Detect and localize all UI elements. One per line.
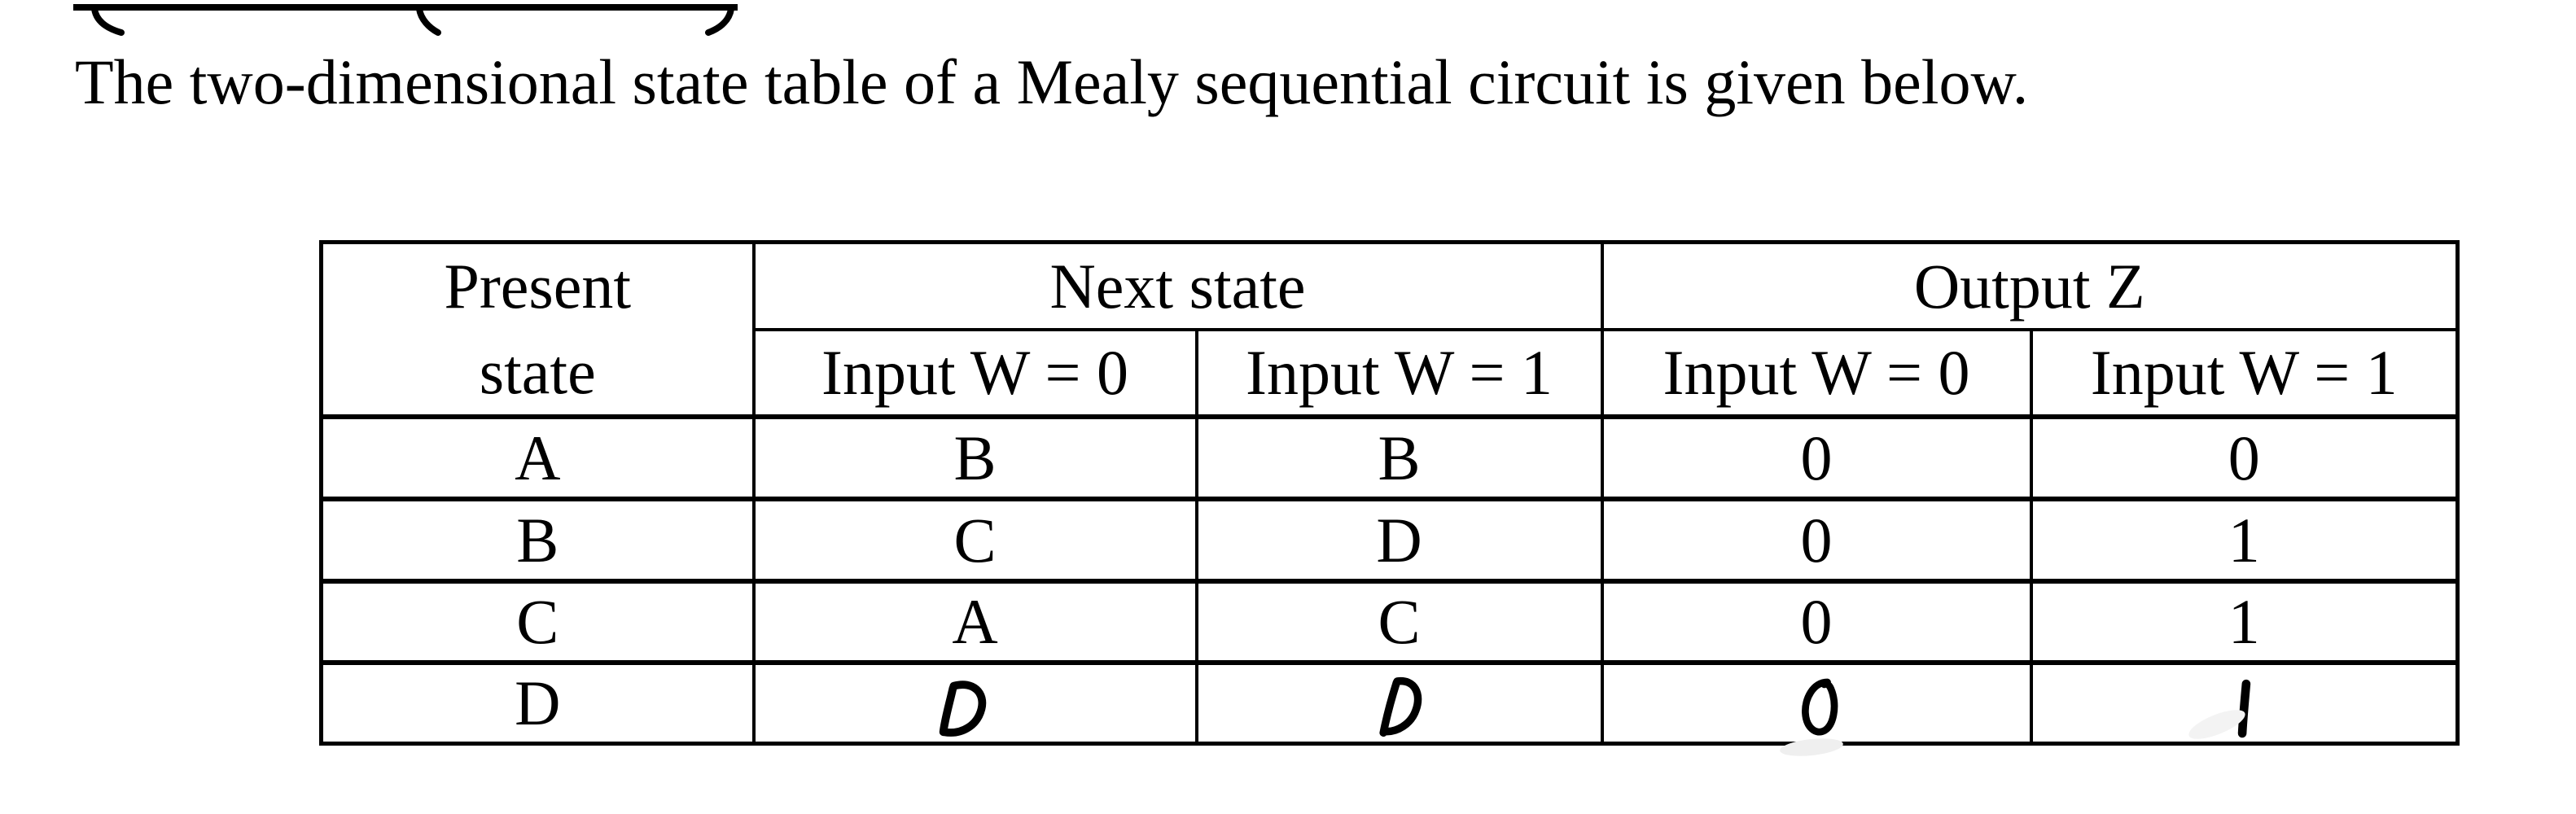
cell-out-w1-handwritten xyxy=(2029,660,2460,744)
header-out-input-w0: Input W = 0 xyxy=(1600,330,2033,420)
mealy-state-table: Present state Next state Output Z Input … xyxy=(319,240,2460,746)
cell-out-w1: 1 xyxy=(2029,579,2460,663)
cell-next-w1: C xyxy=(1194,579,1604,663)
cell-present: D xyxy=(319,660,756,744)
header-present-line2: state xyxy=(479,335,596,407)
cell-next-w0: C xyxy=(751,497,1198,582)
header-present-line1: Present xyxy=(444,251,632,322)
header-output-z: Output Z xyxy=(1600,242,2460,332)
clipped-heading-remnant xyxy=(65,0,749,39)
cell-next-w1: B xyxy=(1194,414,1604,500)
header-out-input-w1: Input W = 1 xyxy=(2029,330,2460,420)
heading-underline-and-paren-fragments xyxy=(73,4,738,36)
table-row-b: B C D 0 1 xyxy=(319,497,2460,582)
cell-out-w0: 0 xyxy=(1600,414,2033,500)
cell-out-w0: 0 xyxy=(1600,497,2033,582)
heading-underline xyxy=(73,4,738,11)
open-paren-fragment-icon xyxy=(416,6,441,36)
cell-out-w0-handwritten xyxy=(1600,660,2033,744)
table-row-c: C A C 0 1 xyxy=(319,579,2460,663)
cell-present: A xyxy=(319,414,756,500)
close-paren-fragment-icon xyxy=(705,6,734,36)
header-present-state: Present state xyxy=(319,242,756,420)
open-paren-fragment-icon xyxy=(91,6,125,36)
header-next-input-w0: Input W = 0 xyxy=(751,330,1198,420)
header-next-state: Next state xyxy=(751,242,1604,332)
cell-out-w1: 0 xyxy=(2029,414,2460,500)
table-row-a: A B B 0 0 xyxy=(319,414,2460,500)
table-row-d: D xyxy=(319,660,2460,744)
cell-next-w0: A xyxy=(751,579,1198,663)
cell-next-w0: B xyxy=(751,414,1198,500)
header-next-input-w1: Input W = 1 xyxy=(1194,330,1604,420)
table-header-row-groups: Present state Next state Output Z xyxy=(319,242,2460,420)
cell-out-w1: 1 xyxy=(2029,497,2460,582)
cell-out-w0: 0 xyxy=(1600,579,2033,663)
cell-present: B xyxy=(319,497,756,582)
cell-present: C xyxy=(319,579,756,663)
intro-sentence: The two-dimensional state table of a Mea… xyxy=(75,46,2029,117)
table-header-row-inputs: Input W = 0 Input W = 1 Input W = 0 Inpu… xyxy=(322,330,2460,420)
handwritten-letter-d xyxy=(1371,675,1428,742)
handwritten-digit-1 xyxy=(2222,677,2266,741)
handwritten-letter-d xyxy=(932,677,996,741)
handwritten-digit-0 xyxy=(1791,675,1842,742)
cell-next-w1-handwritten xyxy=(1194,660,1604,744)
cell-next-w0-handwritten xyxy=(751,660,1198,744)
cell-next-w1: D xyxy=(1194,497,1604,582)
